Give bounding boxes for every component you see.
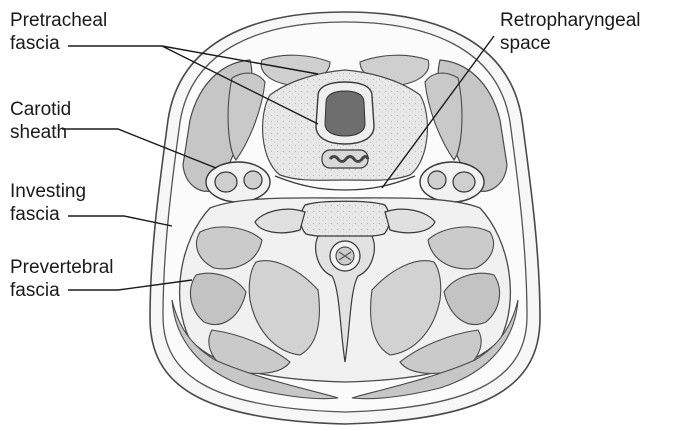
vertebral-body	[301, 201, 390, 237]
label-pretracheal-line2: fascia	[10, 32, 107, 55]
internal-jugular-left	[215, 172, 237, 192]
label-investing-fascia: Investing fascia	[10, 180, 86, 226]
label-pretracheal-line1: Pretracheal	[10, 9, 107, 32]
label-carotid-sheath: Carotid sheath	[10, 98, 71, 144]
label-investing-line1: Investing	[10, 180, 86, 203]
label-pretracheal-fascia: Pretracheal fascia	[10, 9, 107, 55]
label-prevertebral-line1: Prevertebral	[10, 256, 114, 279]
label-carotid-line2: sheath	[10, 121, 71, 144]
carotid-artery-left	[244, 171, 262, 189]
label-retropharyngeal-line1: Retropharyngeal	[500, 9, 640, 32]
label-prevertebral-line2: fascia	[10, 279, 114, 302]
label-retropharyngeal-space: Retropharyngeal space	[500, 9, 640, 55]
trachea-lumen	[325, 91, 365, 136]
label-prevertebral-fascia: Prevertebral fascia	[10, 256, 114, 302]
label-carotid-line1: Carotid	[10, 98, 71, 121]
carotid-artery-right	[428, 171, 446, 189]
internal-jugular-right	[453, 172, 475, 192]
label-investing-line2: fascia	[10, 203, 86, 226]
label-retropharyngeal-line2: space	[500, 32, 640, 55]
